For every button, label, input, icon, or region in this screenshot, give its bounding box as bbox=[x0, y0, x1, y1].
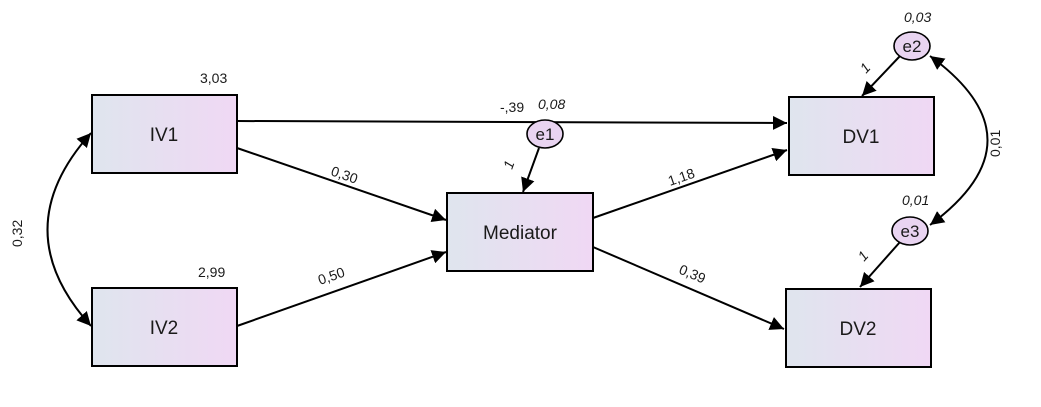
error-e3[interactable]: e3 bbox=[891, 216, 929, 246]
coef-mediator-dv2: 0,39 bbox=[677, 261, 709, 286]
node-dv2[interactable]: DV2 bbox=[785, 288, 932, 368]
node-iv1-label: IV1 bbox=[150, 125, 179, 146]
path-e2-dv1 bbox=[861, 55, 901, 97]
path-mediator-dv1 bbox=[592, 148, 788, 219]
error-e2[interactable]: e2 bbox=[893, 31, 931, 61]
node-iv2[interactable]: IV2 bbox=[91, 287, 238, 367]
node-iv1[interactable]: IV1 bbox=[91, 94, 238, 174]
path-mediator-dv2 bbox=[592, 246, 785, 330]
coef-mediator-dv1: 1,18 bbox=[666, 165, 697, 189]
variance-e3: 0,01 bbox=[902, 192, 929, 208]
path-e3-dv2 bbox=[859, 241, 901, 288]
error-e1-label: e1 bbox=[536, 125, 555, 144]
covariance-e2-e3 bbox=[929, 55, 989, 226]
node-dv1[interactable]: DV1 bbox=[788, 96, 935, 176]
node-mediator-label: Mediator bbox=[483, 223, 558, 244]
node-mediator[interactable]: Mediator bbox=[446, 192, 594, 272]
variance-iv2: 2,99 bbox=[198, 264, 225, 280]
node-dv1-label: DV1 bbox=[843, 127, 880, 148]
covariance-iv1-iv2 bbox=[46, 132, 92, 327]
node-dv2-label: DV2 bbox=[840, 319, 877, 340]
path-iv1-dv1 bbox=[236, 115, 788, 130]
path-e1-mediator bbox=[521, 147, 540, 193]
error-e1[interactable]: e1 bbox=[526, 119, 564, 149]
coef-e2-dv1: 1 bbox=[856, 59, 873, 76]
coef-iv2-mediator: 0,50 bbox=[316, 264, 347, 288]
cov-e2-e3: 0,01 bbox=[987, 130, 1003, 157]
coef-e1-mediator: 1 bbox=[500, 158, 518, 171]
coef-e3-dv2: 1 bbox=[854, 248, 871, 265]
cov-iv1-iv2: 0,32 bbox=[9, 220, 25, 247]
node-iv2-label: IV2 bbox=[150, 318, 179, 339]
variance-e1: 0,08 bbox=[538, 96, 565, 112]
coef-iv1-dv1: -,39 bbox=[500, 99, 524, 115]
coef-iv1-mediator: 0,30 bbox=[329, 163, 360, 187]
variance-iv1: 3,03 bbox=[200, 70, 227, 86]
path-iv2-mediator bbox=[236, 250, 447, 327]
path-iv1-mediator bbox=[236, 147, 447, 223]
error-e2-label: e2 bbox=[903, 37, 922, 56]
error-e3-label: e3 bbox=[901, 222, 920, 241]
variance-e2: 0,03 bbox=[904, 9, 931, 25]
